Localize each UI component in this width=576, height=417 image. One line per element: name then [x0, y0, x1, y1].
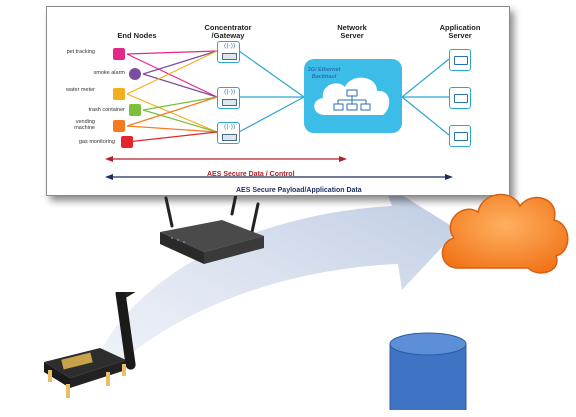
node-label: gas monitoring [78, 139, 115, 145]
end-node-board-icon [44, 292, 136, 398]
water-meter-icon [113, 88, 125, 100]
node-label: pet tracking [66, 49, 95, 55]
network-server-header: Network Server [337, 23, 367, 40]
gateway-icon: ((·)) [217, 41, 240, 63]
aes-control-label: AES Secure Data / Control [207, 171, 295, 178]
application-server-header: Application Server [439, 23, 481, 40]
gateway-icon: ((·)) [217, 87, 240, 109]
backhaul-label: 3G/ Ethernet Backhaul [307, 67, 341, 80]
end-nodes-header: End Nodes [117, 31, 157, 40]
router-device-icon [160, 196, 264, 264]
smoke-alarm-icon [129, 68, 141, 80]
lorawan-architecture-diagram: End Nodes Concentrator /Gateway Network … [46, 6, 510, 196]
aes-payload-label: AES Secure Payload/Application Data [236, 187, 362, 194]
server-icon [449, 87, 471, 109]
connection-lines [105, 50, 453, 180]
node-label: vending machine [74, 119, 95, 131]
cloud-icon [441, 193, 569, 274]
trash-can-icon [129, 104, 141, 116]
node-label: smoke alarm [93, 70, 125, 76]
database-icon [389, 332, 467, 410]
gateway-icon: ((·)) [217, 122, 240, 144]
network-tree-icon [333, 89, 371, 111]
gas-cylinder-icon [121, 136, 133, 148]
paw-icon [113, 48, 125, 60]
concentrator-header: Concentrator /Gateway [204, 23, 252, 40]
server-icon [449, 125, 471, 147]
node-label: water meter [65, 87, 95, 93]
node-label: trash container [88, 107, 125, 113]
vending-machine-icon [113, 120, 125, 132]
server-icon [449, 49, 471, 71]
